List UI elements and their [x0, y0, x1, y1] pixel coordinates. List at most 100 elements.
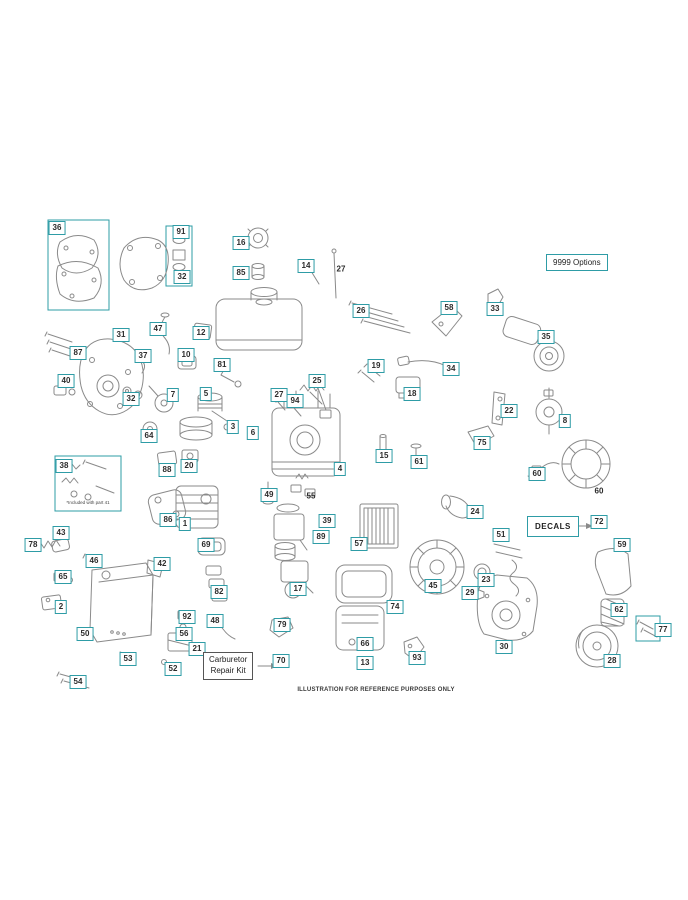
callout-45: 45 — [424, 579, 442, 593]
group-box-36 — [47, 219, 110, 311]
callout-79: 79 — [273, 618, 291, 632]
callout-31: 31 — [112, 328, 130, 342]
callout-64: 64 — [140, 429, 158, 443]
callout-34: 34 — [442, 362, 460, 376]
callout-52: 52 — [164, 662, 182, 676]
callout-27: 27 — [270, 388, 288, 402]
repair-kit-line-1: Carburetor — [209, 655, 248, 664]
fuel-cap-16 — [247, 227, 269, 249]
callout-86: 86 — [159, 513, 177, 527]
callout-26: 26 — [352, 304, 370, 318]
callout-78: 78 — [24, 538, 42, 552]
cam-gear-7 — [148, 385, 174, 413]
callout-89: 89 — [312, 530, 330, 544]
starter-motor-35 — [502, 315, 565, 372]
fuel-tank-50 — [89, 562, 154, 643]
callout-17: 17 — [289, 582, 307, 596]
panel-59 — [594, 548, 632, 596]
bracket-22 — [491, 391, 506, 426]
callout-13: 13 — [356, 656, 374, 670]
callout-54: 54 — [69, 675, 87, 689]
callout-37: 37 — [134, 349, 152, 363]
callout-81: 81 — [213, 358, 231, 372]
governor-links — [309, 387, 332, 419]
group-box-38 — [54, 455, 122, 512]
callout-85: 85 — [232, 266, 250, 280]
callout-51: 51 — [492, 528, 510, 542]
recoil-starter-28 — [575, 624, 619, 668]
included-with-note: *Included with part 41 — [66, 500, 110, 505]
air-filter-57 — [359, 503, 399, 549]
callout-60: 60 — [528, 467, 546, 481]
callout-66: 66 — [356, 637, 374, 651]
callout-14: 14 — [297, 259, 315, 273]
callout-33: 33 — [486, 302, 504, 316]
callout-82: 82 — [210, 585, 228, 599]
fuel-tank-14 — [215, 270, 320, 351]
callout-88: 88 — [158, 463, 176, 477]
callout-8: 8 — [558, 414, 572, 428]
callout-65: 65 — [54, 570, 72, 584]
part-number-55: 55 — [306, 491, 316, 501]
air-cleaner-cover-74 — [335, 564, 393, 604]
fuel-filter-85 — [251, 263, 265, 280]
callout-1: 1 — [178, 517, 192, 531]
callout-19: 19 — [367, 359, 385, 373]
crankshaft-8 — [535, 387, 563, 435]
callout-3: 3 — [226, 420, 240, 434]
bracket-51 — [493, 543, 523, 597]
head-gaskets-36 — [55, 235, 102, 302]
callout-48: 48 — [206, 614, 224, 628]
callout-91: 91 — [172, 225, 190, 239]
callout-18: 18 — [403, 387, 421, 401]
part-number-60: 60 — [594, 486, 604, 496]
part-number-27: 27 — [336, 264, 346, 274]
callout-5: 5 — [199, 387, 213, 401]
callout-47: 47 — [149, 322, 167, 336]
callout-94: 94 — [286, 394, 304, 408]
callout-35: 35 — [537, 330, 555, 344]
callout-77: 77 — [654, 623, 672, 637]
rings-6 — [179, 416, 213, 441]
callout-16: 16 — [232, 236, 250, 250]
callout-28: 28 — [603, 654, 621, 668]
callout-58: 58 — [440, 301, 458, 315]
callout-25: 25 — [308, 374, 326, 388]
callout-56: 56 — [175, 627, 193, 641]
callout-23: 23 — [477, 573, 495, 587]
callout-32: 32 — [173, 270, 191, 284]
callout-57: 57 — [350, 537, 368, 551]
callout-7: 7 — [166, 388, 180, 402]
repair-kit-line-2: Repair Kit — [210, 665, 246, 675]
small-parts-91 — [172, 236, 186, 271]
callout-36: 36 — [48, 221, 66, 235]
callout-38: 38 — [55, 459, 73, 473]
callout-50: 50 — [76, 627, 94, 641]
cylinder-head-1 — [175, 485, 219, 529]
callout-70: 70 — [272, 654, 290, 668]
plug-wire-34 — [397, 355, 447, 367]
rocker-parts-55 — [290, 473, 316, 497]
options-box: 9999 Options — [546, 254, 608, 271]
callout-62: 62 — [610, 603, 628, 617]
callout-42: 42 — [153, 557, 171, 571]
decals-box: DECALS — [527, 516, 579, 537]
callout-49: 49 — [260, 488, 278, 502]
callout-75: 75 — [473, 436, 491, 450]
callout-32: 32 — [122, 392, 140, 406]
callout-21: 21 — [188, 642, 206, 656]
callout-40: 40 — [57, 374, 75, 388]
callout-6: 6 — [246, 426, 260, 440]
callout-39: 39 — [318, 514, 336, 528]
callout-61: 61 — [410, 455, 428, 469]
carburetor-39-89 — [273, 503, 308, 561]
callout-92: 92 — [178, 610, 196, 624]
callout-12: 12 — [192, 326, 210, 340]
callout-43: 43 — [52, 526, 70, 540]
callout-30: 30 — [495, 640, 513, 654]
callout-59: 59 — [613, 538, 631, 552]
gasket-upper — [119, 236, 169, 291]
callout-93: 93 — [408, 651, 426, 665]
